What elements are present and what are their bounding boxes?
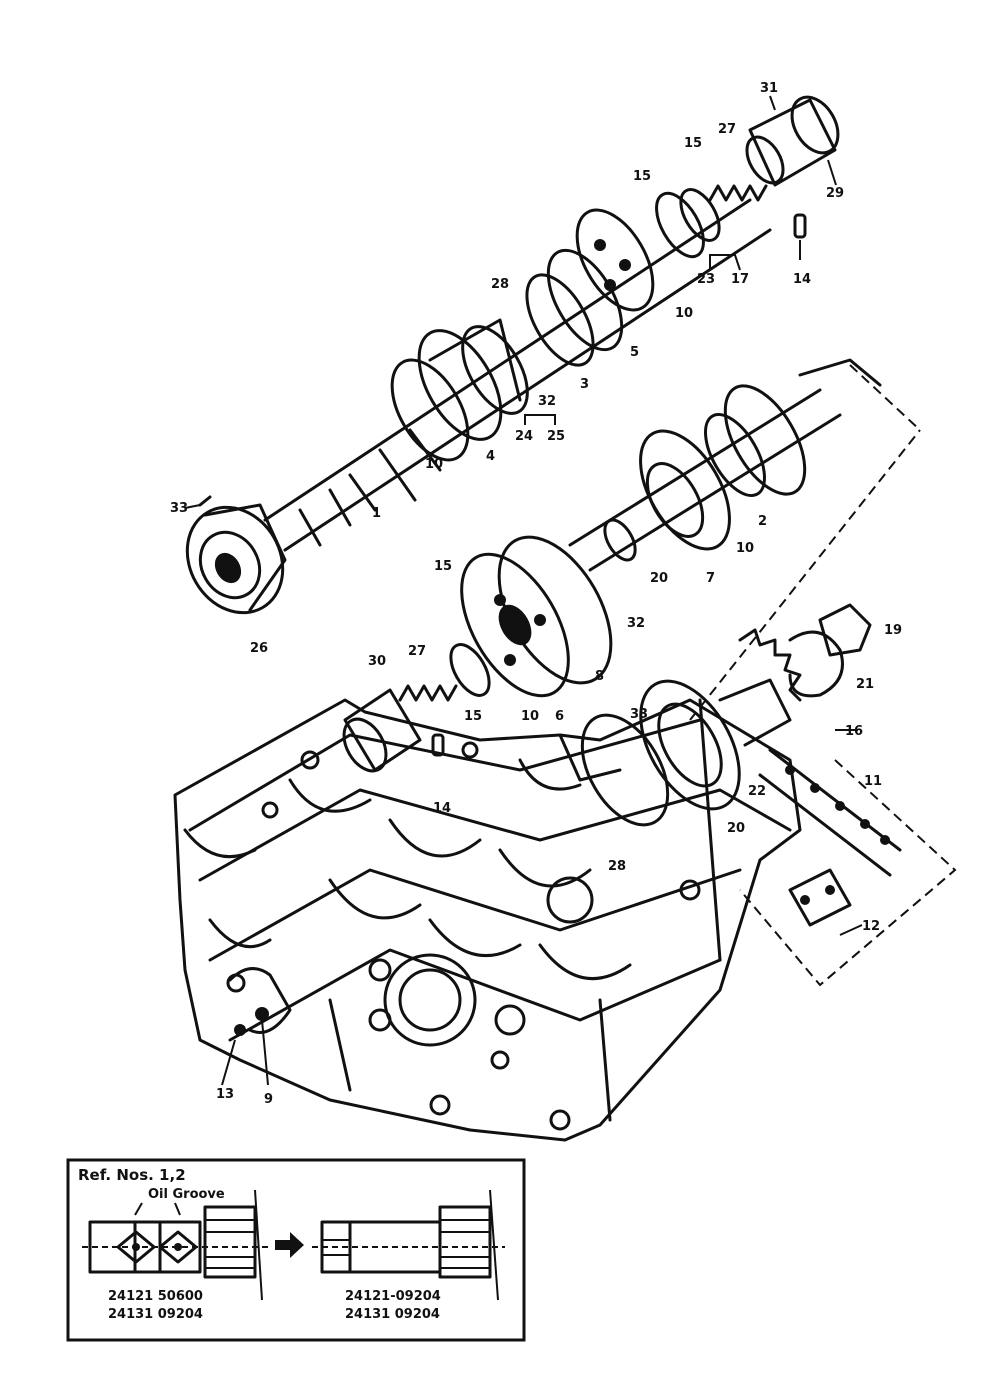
callout-labels: 31 27 15 29 15 23 17 14 10 28 5 3 32 24 … bbox=[170, 81, 902, 1107]
counter-shaft-assembly bbox=[342, 358, 921, 773]
inset-title: Ref. Nos. 1,2 bbox=[78, 1166, 186, 1184]
callout-28: 28 bbox=[491, 277, 509, 292]
oil-groove-label: Oil Groove bbox=[148, 1187, 225, 1202]
callout-28: 28 bbox=[608, 859, 626, 874]
callout-25: 25 bbox=[547, 429, 565, 444]
callout-2: 2 bbox=[758, 514, 767, 529]
arrow-icon bbox=[275, 1232, 304, 1258]
ref-inset-box: Ref. Nos. 1,2 Oil Groove bbox=[66, 1158, 526, 1342]
callout-29: 29 bbox=[826, 186, 844, 201]
callout-15: 15 bbox=[464, 709, 482, 724]
callout-10: 10 bbox=[736, 541, 754, 556]
callout-23: 23 bbox=[697, 272, 715, 287]
crankcase-illustration bbox=[173, 429, 957, 1142]
callout-11: 11 bbox=[864, 774, 882, 789]
new-shaft-illustration bbox=[312, 1189, 505, 1301]
callout-7: 7 bbox=[706, 571, 715, 586]
oil-pipe-parts bbox=[221, 967, 292, 1086]
callout-10: 10 bbox=[675, 306, 693, 321]
callout-32: 32 bbox=[627, 616, 645, 631]
callout-20: 20 bbox=[650, 571, 668, 586]
callout-13: 13 bbox=[216, 1087, 234, 1102]
callout-5: 5 bbox=[630, 345, 639, 360]
callout-12: 12 bbox=[862, 919, 880, 934]
old-part-number-2: 24131 09204 bbox=[108, 1307, 203, 1322]
callout-6: 6 bbox=[555, 709, 564, 724]
new-part-number-1: 24121-09204 bbox=[345, 1289, 441, 1304]
callout-10: 10 bbox=[425, 457, 443, 472]
main-shaft-assembly bbox=[185, 95, 840, 615]
old-shaft-illustration bbox=[82, 1189, 270, 1301]
callout-3: 3 bbox=[580, 377, 589, 392]
callout-15: 15 bbox=[633, 169, 651, 184]
callout-4: 4 bbox=[486, 449, 495, 464]
callout-10: 10 bbox=[521, 709, 539, 724]
new-part-number-2: 24131 09204 bbox=[345, 1307, 440, 1322]
callout-20: 20 bbox=[727, 821, 745, 836]
callout-16: 16 bbox=[845, 724, 863, 739]
drive-sprocket-assembly bbox=[580, 603, 902, 927]
callout-22: 22 bbox=[748, 784, 766, 799]
callout-17: 17 bbox=[731, 272, 749, 287]
callout-21: 21 bbox=[856, 677, 874, 692]
callout-15: 15 bbox=[684, 136, 702, 151]
callout-30: 30 bbox=[368, 654, 386, 669]
callout-19: 19 bbox=[884, 623, 902, 638]
callout-14: 14 bbox=[433, 801, 451, 816]
callout-32: 32 bbox=[538, 394, 556, 409]
callout-33: 33 bbox=[170, 501, 188, 516]
callout-14: 14 bbox=[793, 272, 811, 287]
callout-9: 9 bbox=[264, 1092, 273, 1107]
old-part-number-1: 24121 50600 bbox=[108, 1289, 203, 1304]
callout-33: 33 bbox=[630, 707, 648, 722]
callout-31: 31 bbox=[760, 81, 778, 96]
callout-15: 15 bbox=[434, 559, 452, 574]
callout-26: 26 bbox=[250, 641, 268, 656]
callout-1: 1 bbox=[372, 506, 381, 521]
callout-8: 8 bbox=[595, 669, 604, 684]
callout-24: 24 bbox=[515, 429, 533, 444]
callout-27: 27 bbox=[718, 122, 736, 137]
callout-27: 27 bbox=[408, 644, 426, 659]
